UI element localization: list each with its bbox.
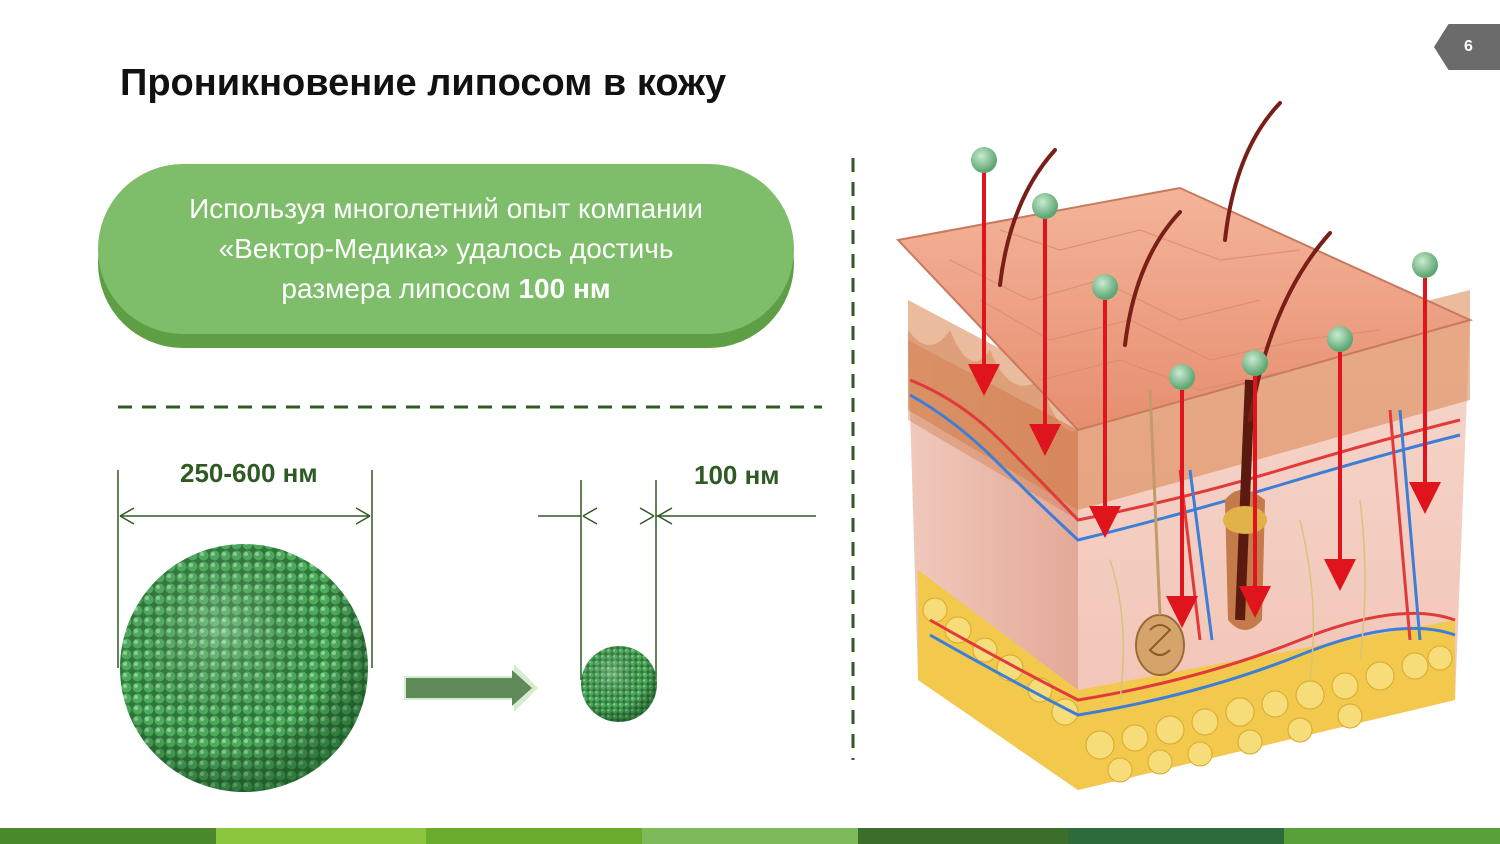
penetration-arrow [1029, 193, 1061, 456]
large-liposome-size-label: 250-600 нм [180, 458, 318, 488]
large-liposome-dimension [117, 470, 373, 668]
penetration-arrow [1239, 350, 1271, 618]
penetration-arrow [1324, 326, 1356, 591]
size-reduction-arrow [404, 664, 538, 712]
callout-line-3: размера липосом [281, 273, 519, 304]
callout-line-2: «Вектор-Медика» удалось достичь [218, 233, 674, 264]
large-liposome [120, 544, 368, 792]
callout-size-value: 100 нм [518, 273, 611, 304]
penetration-arrow [968, 147, 1000, 396]
small-liposome [581, 646, 657, 722]
page-number: 6 [1464, 38, 1473, 55]
liposome-penetration-arrows [968, 147, 1441, 628]
callout-box: Используя многолетний опыт компании «Век… [98, 164, 794, 334]
penetration-arrow [1166, 364, 1198, 628]
small-liposome-size-label: 100 нм [694, 460, 780, 490]
callout-line-1: Используя многолетний опыт компании [189, 193, 703, 224]
penetration-arrow [1089, 274, 1121, 538]
small-liposome-dimension [538, 480, 816, 680]
penetration-arrow [1409, 252, 1441, 514]
page-number-badge: 6 [1434, 24, 1500, 70]
bottom-color-stripe [0, 828, 1500, 844]
slide-title: Проникновение липосом в кожу [120, 62, 727, 104]
sweat-gland [1135, 389, 1185, 676]
